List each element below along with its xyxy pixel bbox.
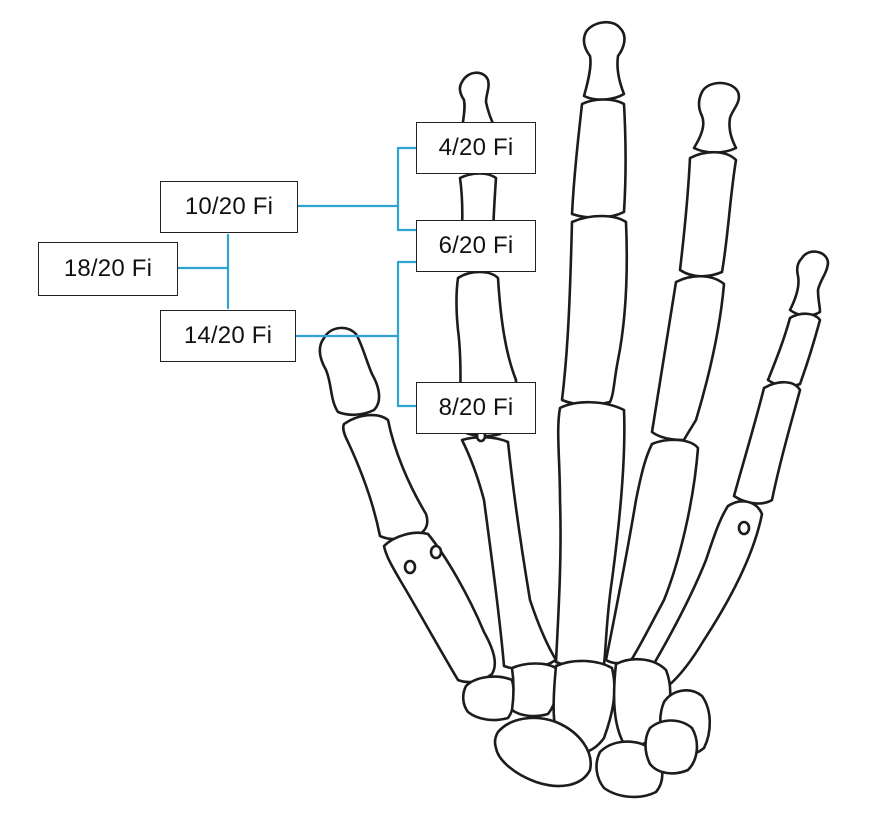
- label-upper-branch-text: 10/20 Fi: [184, 193, 274, 220]
- thumb-sesamoid-hole: [403, 559, 417, 575]
- little-proximal-phalanx: [732, 380, 802, 505]
- label-root-text: 18/20 Fi: [63, 255, 153, 282]
- little-middle-phalanx: [766, 312, 822, 388]
- thumb-sesamoid-bump: [429, 544, 443, 560]
- label-box-upper-branch: 10/20 Fi: [160, 181, 298, 233]
- label-box-lower-branch: 14/20 Fi: [160, 310, 296, 362]
- thumb-distal-phalanx: [318, 326, 381, 417]
- label-upper-leaf-top-text: 4/20 Fi: [438, 134, 514, 161]
- scaphoid: [493, 716, 592, 788]
- middle-distal-phalanx: [582, 20, 626, 101]
- label-upper-leaf-bottom-text: 6/20 Fi: [438, 232, 514, 259]
- label-box-upper-leaf-bottom: 6/20 Fi: [416, 220, 536, 272]
- trapezoid: [510, 662, 559, 718]
- triquetrum: [644, 719, 699, 775]
- label-box-lower-leaf-bottom: 8/20 Fi: [416, 382, 536, 434]
- little-nutrient-hole: [737, 520, 751, 536]
- trapezium: [461, 675, 516, 722]
- middle-middle-phalanx: [570, 98, 627, 219]
- ring-middle-phalanx: [678, 150, 738, 278]
- little-distal-phalanx: [788, 250, 830, 317]
- label-box-root: 18/20 Fi: [38, 242, 178, 296]
- label-lower-leaf-bottom-text: 8/20 Fi: [438, 394, 514, 421]
- label-box-upper-leaf-top: 4/20 Fi: [416, 122, 536, 174]
- label-lower-branch-text: 14/20 Fi: [183, 322, 273, 349]
- ring-distal-phalanx: [692, 81, 741, 154]
- ring-proximal-phalanx: [650, 274, 726, 442]
- middle-proximal-phalanx: [560, 214, 629, 407]
